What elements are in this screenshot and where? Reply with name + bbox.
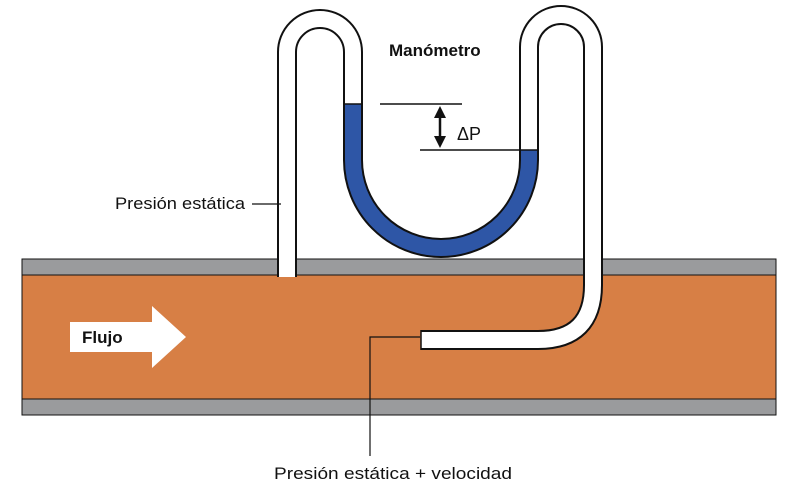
manometer-liquid	[345, 104, 537, 256]
static-plus-velocity-leader	[369, 336, 420, 456]
flow-label: Flujo	[82, 328, 123, 347]
flow-arrow-icon	[70, 306, 186, 368]
pipe-wall-bottom	[21, 398, 777, 416]
delta-p-label: ΔP	[457, 124, 481, 144]
static-plus-velocity-label: Presión estática + velocidad	[274, 464, 512, 483]
pitot-tube-bore	[421, 7, 601, 348]
manometer-label: Manómetro	[389, 41, 481, 60]
static-pressure-tube-bore	[279, 11, 361, 277]
pipe-wall-top	[21, 258, 777, 276]
static-pressure-label: Presión estática	[115, 194, 246, 213]
delta-p-arrow	[434, 106, 446, 148]
